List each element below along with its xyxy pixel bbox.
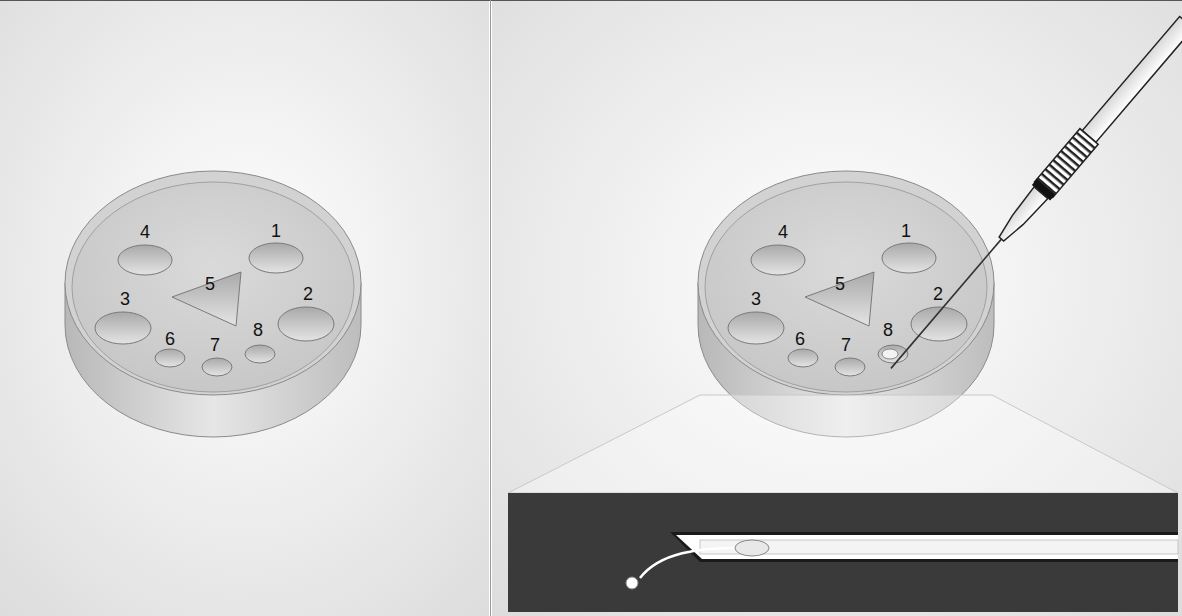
callout-number: 6 [795,330,805,348]
callout-number: 3 [120,290,130,308]
callout-number: 8 [883,321,893,339]
callout-number: 2 [303,285,313,303]
callout-number: 8 [253,321,263,339]
callout-number: 6 [165,330,175,348]
callout-number: 2 [933,285,943,303]
magnified-inset [508,493,1178,612]
callout-number: 4 [778,223,788,241]
callout-number: 7 [841,336,851,354]
callout-number: 1 [271,222,281,240]
callout-number: 5 [205,275,215,293]
needle-tip [626,532,1178,589]
petri-dish [65,171,361,437]
callout-number: 3 [751,290,761,308]
micropipette [882,15,1182,377]
zoom-cone [508,395,1178,493]
callout-number: 4 [140,223,150,241]
callout-number: 5 [835,275,845,293]
callout-number: 7 [210,336,220,354]
callout-number: 1 [901,222,911,240]
